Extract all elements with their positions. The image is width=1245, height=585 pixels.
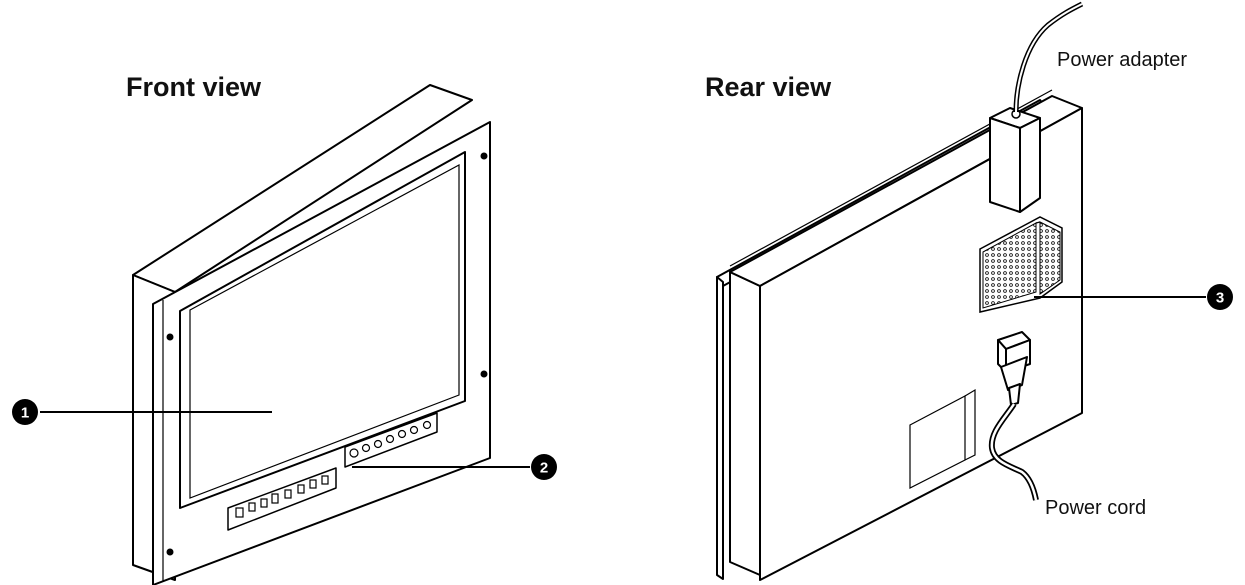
control-panel-right <box>344 412 438 468</box>
rear-panel <box>759 107 1083 581</box>
screw-icon <box>480 152 488 160</box>
power-adapter-label: Power adapter <box>1057 49 1187 71</box>
plug-boot <box>1000 356 1028 391</box>
adapter-side <box>1019 117 1041 213</box>
plug-strain-relief <box>1008 383 1021 406</box>
screen <box>189 163 460 499</box>
rear-view-title: Rear view <box>705 72 832 102</box>
adapter-front <box>989 117 1021 213</box>
power-cord-label: Power cord <box>1045 497 1146 519</box>
power-adapter-box <box>989 1 1084 213</box>
screw-icon <box>166 333 174 341</box>
screw-icon <box>166 548 174 556</box>
callout-number: 3 <box>1216 290 1224 307</box>
callout-2: 2 <box>352 454 557 480</box>
front-view: Front view <box>12 72 557 585</box>
callout-number: 2 <box>540 460 548 477</box>
screen-frame <box>179 151 466 509</box>
power-plug <box>988 331 1039 501</box>
front-view-title: Front view <box>126 72 262 102</box>
front-monitor <box>132 84 491 585</box>
screw-icon <box>480 370 488 378</box>
callout-number: 1 <box>21 405 29 422</box>
callout-3: 3 <box>1034 284 1233 310</box>
control-panel-left <box>227 467 337 531</box>
vent-grille <box>979 216 1063 313</box>
callout-1: 1 <box>12 399 272 425</box>
rear-view: Rear view <box>705 1 1233 581</box>
rear-monitor <box>716 1 1084 581</box>
bezel-side <box>716 276 724 580</box>
frame-side <box>729 271 761 576</box>
